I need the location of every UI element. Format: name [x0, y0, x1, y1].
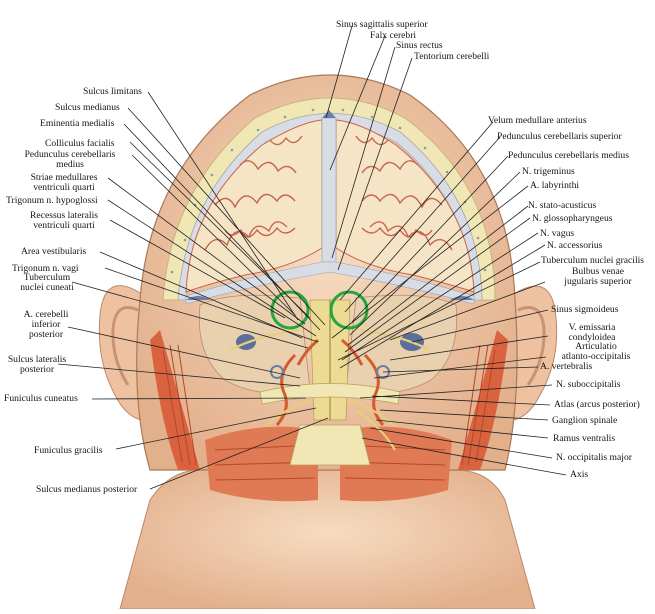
label-recessus-lateralis: Recessus lateralis ventriculi quarti: [18, 211, 110, 231]
label-velum-medullare-anterius: Velum medullare anterius: [488, 115, 587, 126]
label-pedunculus-cerebellaris-medius-left: Pedunculus cerebellaris medius: [8, 150, 132, 170]
label-axis: Axis: [570, 469, 589, 480]
label-trigonum-n-hypoglossi: Trigonum n. hypoglossi: [6, 195, 98, 206]
label-line: posterior: [28, 329, 64, 340]
label-funiculus-gracilis: Funiculus gracilis: [34, 445, 103, 456]
label-pedunculus-cerebellaris-medius-right: Pedunculus cerebellaris medius: [508, 150, 629, 161]
label-articulatio-atlanto-occipitalis: Articulatio atlanto-occipitalis: [546, 342, 646, 362]
label-tuberculum-nuclei-gracilis: Tuberculum nuclei gracilis: [541, 255, 645, 266]
label-line: ventriculi quarti: [33, 182, 95, 193]
gyri: [204, 135, 453, 251]
label-line: ventriculi quarti: [33, 220, 95, 231]
label-line: jugularis superior: [564, 276, 632, 287]
diploe-dots: [170, 108, 487, 274]
label-line: Striae medullares: [30, 172, 98, 183]
label-line: Articulatio: [575, 341, 617, 352]
falx: [321, 117, 337, 263]
label-sulcus-lateralis-posterior: Sulcus lateralis posterior: [2, 355, 72, 375]
label-trigonum-n-vagi: Trigonum n. vagi: [12, 263, 79, 274]
label-eminentia-medialis: Eminentia medialis: [40, 118, 115, 129]
label-line: V. emissaria: [568, 322, 616, 333]
label-line: inferior: [31, 319, 61, 330]
axis-vertebra: [289, 424, 371, 466]
label-n-suboccipitalis: N. suboccipitalis: [556, 379, 621, 390]
label-sulcus-limitans: Sulcus limitans: [83, 86, 142, 97]
label-line: medius: [56, 159, 84, 170]
label-tentorium-cerebelli: Tentorium cerebelli: [414, 51, 490, 62]
label-n-glossopharyngeus: N. glossopharyngeus: [532, 213, 613, 224]
label-striae-medullares: Striae medullares ventriculi quarti: [18, 173, 110, 193]
label-atlas-arcus-posterior: Atlas (arcus posterior): [554, 399, 640, 410]
label-colliculus-facialis: Colliculus facialis: [45, 138, 115, 149]
label-area-vestibularis: Area vestibularis: [21, 246, 87, 257]
label-funiculus-cuneatus: Funiculus cuneatus: [4, 393, 78, 404]
label-pedunculus-cerebellaris-superior: Pedunculus cerebellaris superior: [497, 131, 622, 142]
label-line: Recessus lateralis: [30, 210, 98, 221]
label-sinus-sagittalis-superior: Sinus sagittalis superior: [336, 19, 428, 30]
left-hemisphere: [185, 119, 323, 293]
label-line: Tuberculum: [23, 272, 71, 283]
label-bulbus-venae-jugularis-superior: Bulbus venae jugularis superior: [548, 267, 648, 287]
label-sinus-sigmoideus: Sinus sigmoideus: [551, 304, 619, 315]
label-n-stato-acusticus: N. stato-acusticus: [528, 200, 597, 211]
label-n-vagus: N. vagus: [540, 228, 575, 239]
label-falx-cerebri: Falx cerebri: [370, 30, 417, 41]
label-line: Sulcus lateralis: [7, 354, 67, 365]
label-ramus-ventralis: Ramus ventralis: [553, 433, 616, 444]
tentorium: [185, 261, 475, 305]
label-tuberculum-nuclei-cuneati: Tuberculum nuclei cuneati: [16, 273, 78, 293]
label-line: Bulbus venae: [572, 266, 624, 277]
label-line: posterior: [19, 364, 55, 375]
label-sinus-rectus: Sinus rectus: [396, 40, 443, 51]
label-line: atlanto-occipitalis: [561, 351, 631, 362]
label-line: nuclei cuneati: [20, 282, 74, 293]
nerves: [229, 328, 431, 451]
label-n-occipitalis-major: N. occipitalis major: [556, 452, 632, 463]
label-line: condyloidea: [568, 332, 616, 343]
label-sulcus-medianus-posterior: Sulcus medianus posterior: [36, 484, 138, 495]
label-line: Pedunculus cerebellaris: [24, 149, 116, 160]
neck: [119, 469, 536, 610]
label-line: A. cerebelli: [23, 309, 69, 320]
label-n-accessorius: N. accessorius: [547, 240, 603, 251]
leader-lines: [57, 25, 567, 490]
label-a-labyrinthi: A. labyrinthi: [530, 180, 580, 191]
marker-circle-right: [329, 290, 369, 330]
label-a-vertebralis: A. vertebralis: [540, 361, 593, 372]
label-ganglion-spinale: Ganglion spinale: [552, 415, 618, 426]
muscle-right: [458, 330, 508, 470]
label-a-cerebelli-inferior-posterior: A. cerebelli inferior posterior: [16, 310, 76, 340]
muscle-left: [150, 330, 200, 470]
marker-circle-left: [270, 290, 310, 330]
label-n-trigeminus: N. trigeminus: [522, 166, 575, 177]
atlas-arch: [259, 383, 401, 405]
label-sulcus-medianus: Sulcus medianus: [55, 102, 120, 113]
label-v-emissaria-condyloidea: V. emissaria condyloidea: [552, 323, 632, 343]
